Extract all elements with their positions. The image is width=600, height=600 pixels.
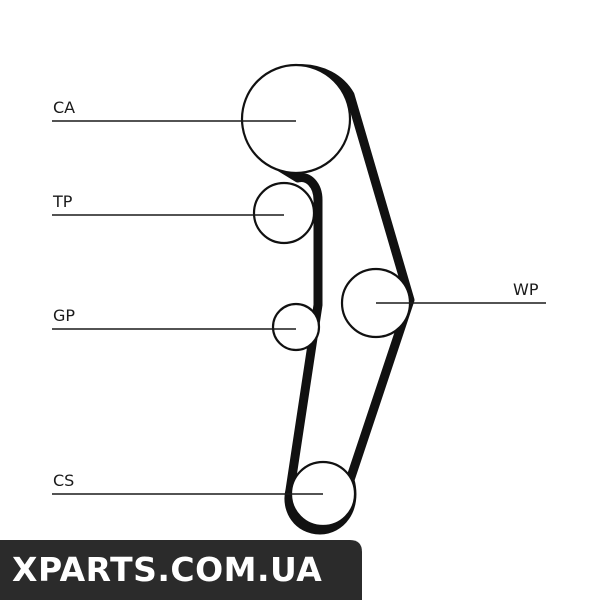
label-wp: WP (513, 280, 539, 299)
label-ca: CA (53, 98, 75, 117)
camshaft-pulley (240, 63, 352, 175)
watermark-text: XPARTS.COM.UA (12, 550, 323, 589)
idler-pulley (271, 302, 321, 352)
tensioner-pulley (252, 181, 316, 245)
label-gp: GP (53, 306, 75, 325)
label-tp: TP (52, 192, 73, 211)
label-cs: CS (53, 471, 74, 490)
